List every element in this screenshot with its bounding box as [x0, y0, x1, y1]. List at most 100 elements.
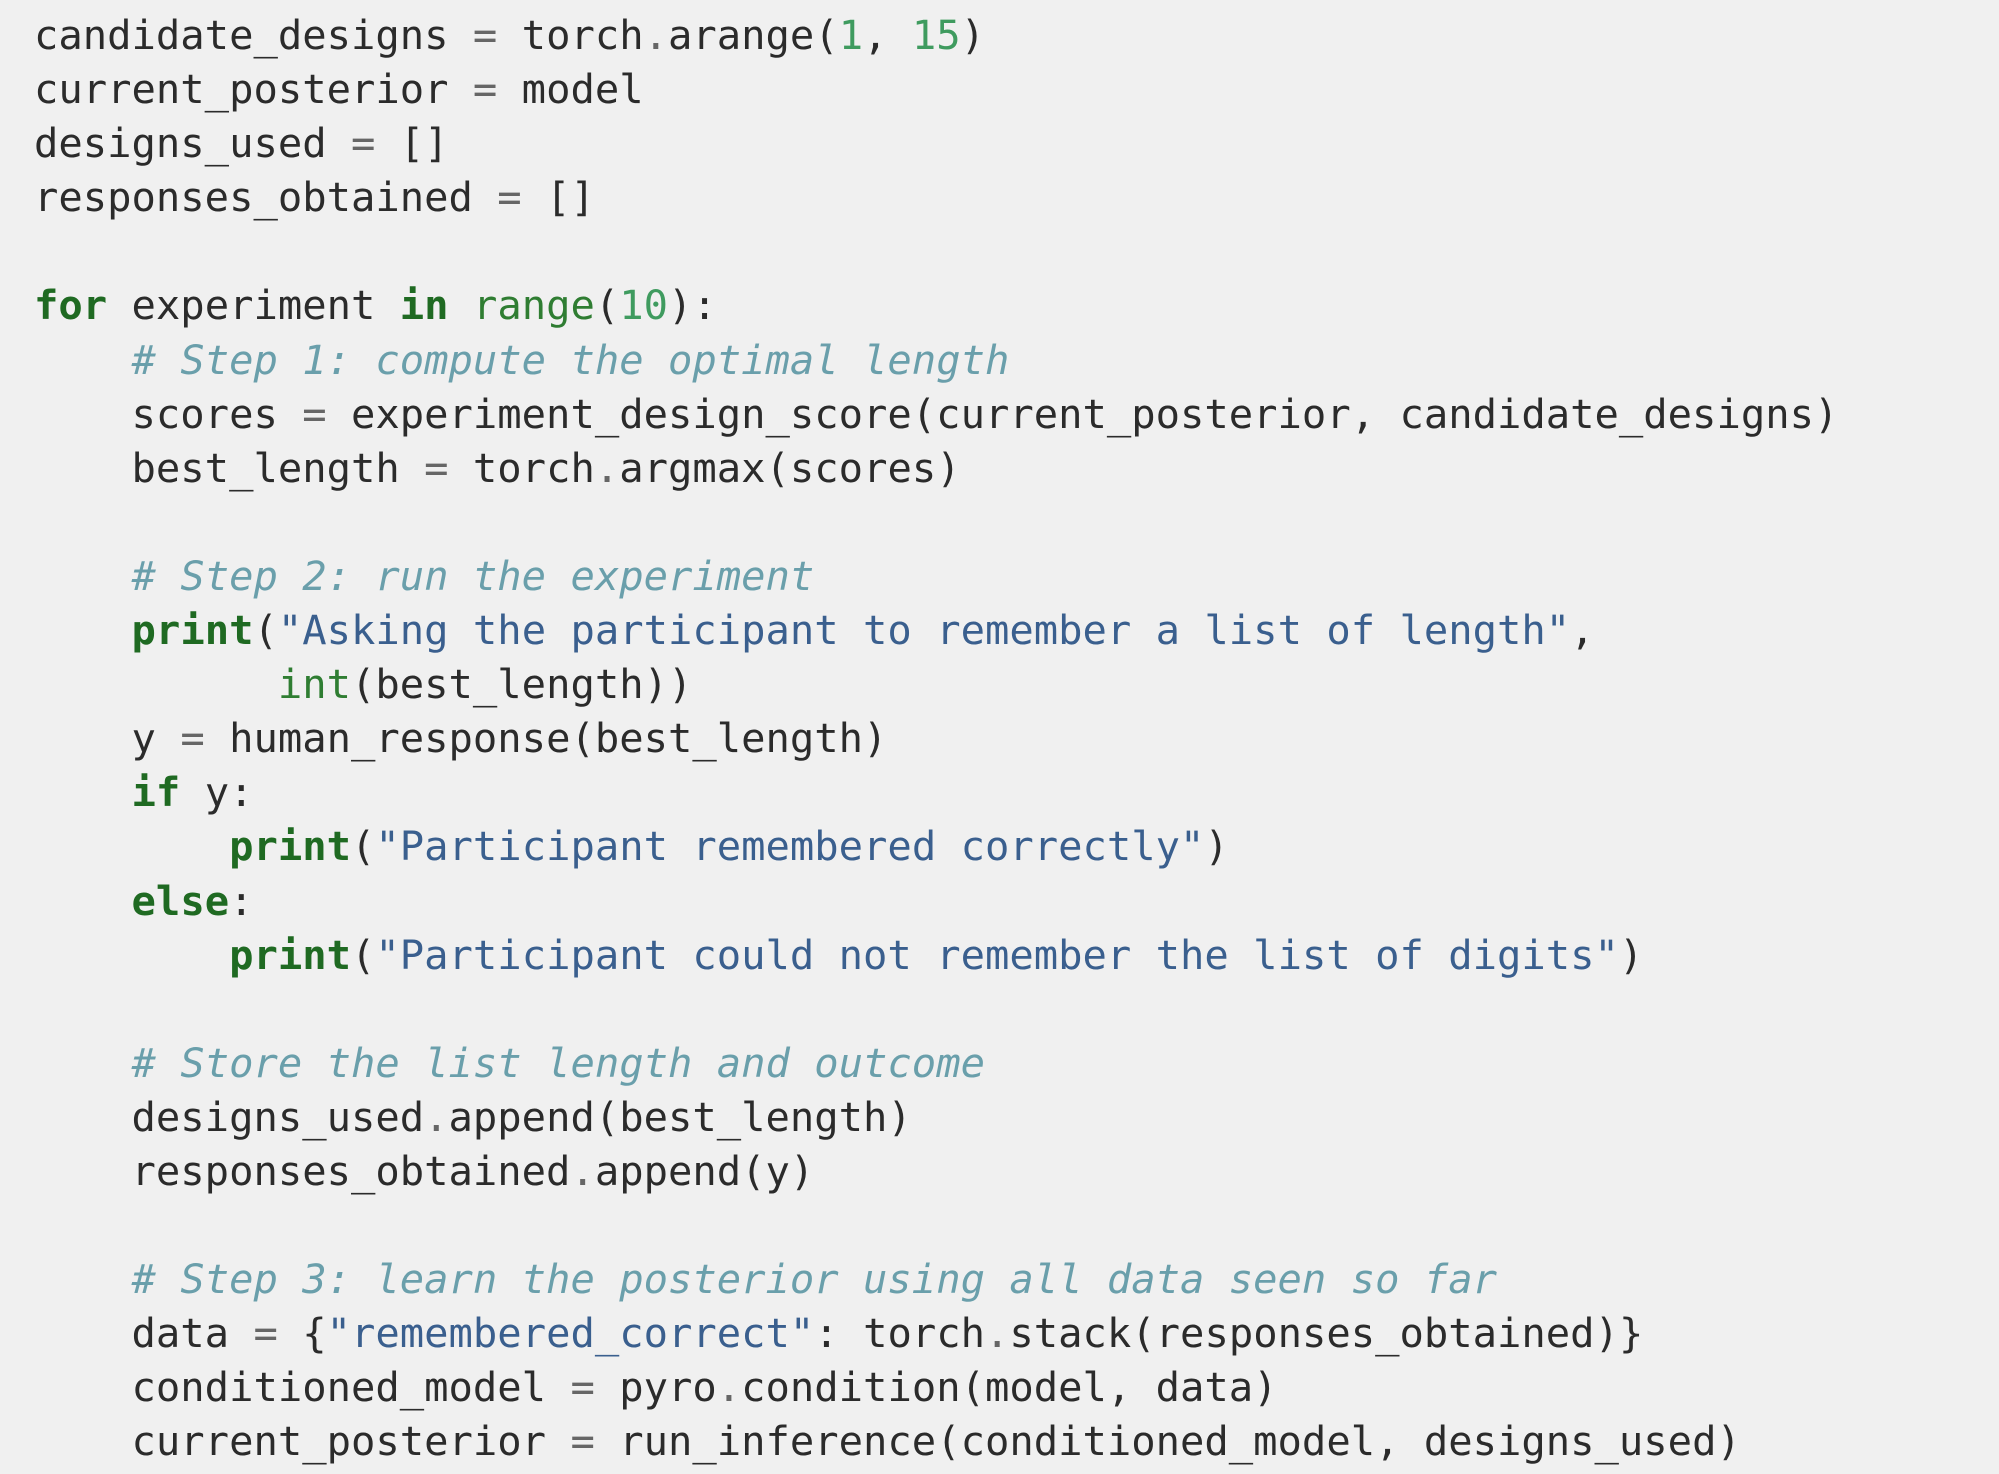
code-operator: =	[472, 65, 498, 114]
code-string: "Participant remembered correctly"	[375, 822, 1205, 871]
code-operator: .	[984, 1309, 1010, 1358]
code-line: # Store the list length and outcome	[34, 1036, 1999, 1090]
code-text: :	[229, 876, 254, 925]
code-line: y = human_response(best_length)	[34, 711, 1999, 765]
code-text: )	[960, 11, 986, 59]
code-text: responses_obtained	[34, 1146, 571, 1195]
code-line: print("Asking the participant to remembe…	[34, 603, 1999, 657]
code-number: 10	[619, 281, 669, 330]
code-text: y	[34, 714, 181, 763]
code-line: responses_obtained = []	[34, 170, 1999, 224]
code-operator: =	[424, 443, 449, 492]
code-builtin: range	[472, 281, 595, 330]
code-operator: =	[253, 1309, 278, 1358]
code-comment: # Step 1: compute the optimal length	[131, 335, 1010, 384]
code-operator: =	[570, 1417, 595, 1466]
code-text: conditioned_model	[34, 1363, 571, 1412]
code-text: torch	[497, 11, 644, 59]
code-text: []	[375, 119, 449, 168]
code-text: designs_used	[34, 119, 351, 168]
code-text: stack(responses_obtained)}	[1009, 1309, 1644, 1358]
code-line: for experiment in range(10):	[34, 278, 1999, 332]
code-text: best_length	[34, 443, 425, 492]
code-line: print("Participant could not remember th…	[34, 928, 1999, 982]
code-text: []	[521, 173, 595, 222]
code-text: (best_length))	[351, 660, 693, 709]
code-line: responses_obtained.append(y)	[34, 1144, 1999, 1198]
code-text: torch	[448, 443, 595, 492]
code-text	[34, 660, 278, 708]
code-text: model	[497, 65, 644, 114]
code-line	[34, 982, 1999, 1036]
code-line	[34, 495, 1999, 549]
code-text: experiment_design_score(current_posterio…	[326, 389, 1839, 438]
code-text: y:	[180, 768, 254, 817]
code-text: scores	[34, 389, 303, 438]
code-text: append(y)	[594, 1146, 815, 1195]
code-keyword: for	[34, 281, 108, 330]
code-text: current_posterior	[34, 1417, 571, 1466]
code-operator: =	[472, 11, 498, 59]
code-operator: =	[570, 1363, 595, 1412]
code-text	[34, 606, 132, 654]
code-line: candidate_designs = torch.arange(1, 15)	[34, 8, 1999, 62]
code-operator: .	[716, 1363, 742, 1412]
code-line	[34, 224, 1999, 278]
code-text	[34, 768, 132, 816]
code-keyword: print	[131, 606, 254, 655]
code-line: data = {"remembered_correct": torch.stac…	[34, 1306, 1999, 1360]
code-text: (	[351, 822, 376, 871]
code-operator: .	[594, 443, 620, 492]
code-text	[34, 931, 229, 979]
code-line: else:	[34, 874, 1999, 928]
code-text: human_response(best_length)	[204, 714, 888, 763]
code-text: ):	[668, 281, 717, 330]
code-text: argmax(scores)	[619, 443, 961, 492]
code-text: (	[351, 930, 376, 979]
code-text	[34, 552, 132, 600]
code-line: current_posterior = model	[34, 62, 1999, 116]
code-line: conditioned_model = pyro.condition(model…	[34, 1360, 1999, 1414]
code-operator: .	[643, 11, 668, 59]
code-line: print("Participant remembered correctly"…	[34, 819, 1999, 873]
code-text	[34, 1255, 132, 1303]
code-text: ,	[863, 11, 912, 59]
code-string: "Asking the participant to remember a li…	[277, 606, 1571, 655]
code-comment: # Store the list length and outcome	[131, 1038, 985, 1087]
code-text: pyro	[594, 1363, 717, 1412]
code-line: int(best_length))	[34, 657, 1999, 711]
code-text	[34, 1039, 132, 1087]
code-line: # Step 3: learn the posterior using all …	[34, 1252, 1999, 1306]
code-line: designs_used = []	[34, 116, 1999, 170]
code-text: current_posterior	[34, 65, 473, 114]
code-text: ,	[1570, 606, 1595, 655]
code-text: )	[1618, 930, 1644, 979]
code-number: 1	[838, 11, 864, 59]
code-comment: # Step 3: learn the posterior using all …	[131, 1255, 1497, 1304]
code-text: data	[34, 1309, 254, 1358]
code-line: scores = experiment_design_score(current…	[34, 387, 1999, 441]
code-text: append(best_length)	[448, 1092, 912, 1141]
code-string: "Participant could not remember the list…	[375, 930, 1619, 979]
code-text: : torch	[814, 1309, 985, 1358]
code-text: {	[277, 1309, 327, 1358]
code-keyword: if	[131, 768, 181, 817]
code-text: )	[1204, 822, 1229, 871]
code-text: condition(model, data)	[741, 1363, 1278, 1412]
code-operator: =	[302, 389, 327, 438]
code-operator: .	[570, 1146, 595, 1195]
code-builtin: int	[277, 660, 351, 709]
code-text: experiment	[107, 281, 400, 330]
code-text	[34, 822, 229, 870]
code-line: # Step 1: compute the optimal length	[34, 333, 1999, 387]
code-operator: =	[497, 173, 522, 222]
code-keyword: in	[399, 281, 449, 330]
code-text: responses_obtained	[34, 173, 498, 222]
code-line: designs_used.append(best_length)	[34, 1090, 1999, 1144]
code-line	[34, 1198, 1999, 1252]
code-operator: =	[350, 119, 376, 168]
code-line: # Step 2: run the experiment	[34, 549, 1999, 603]
code-line: current_posterior = run_inference(condit…	[34, 1414, 1999, 1468]
code-text	[34, 336, 132, 384]
